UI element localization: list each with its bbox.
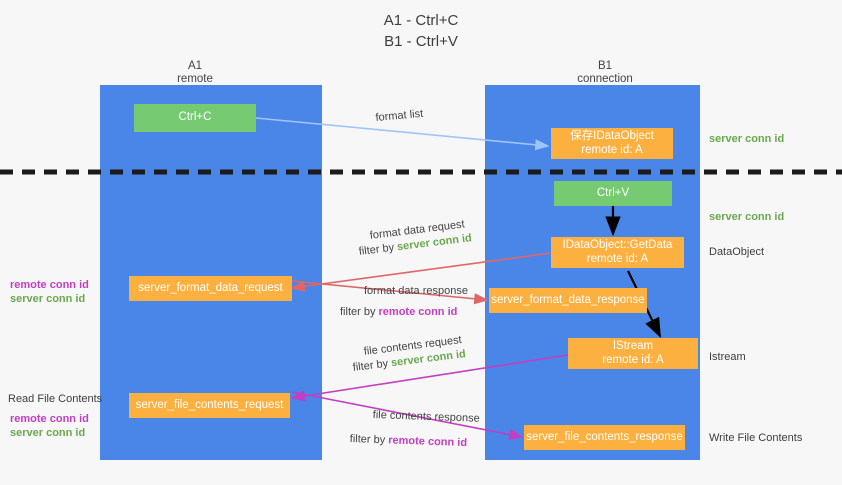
column-header-a1: A1 remote: [130, 60, 260, 86]
filter-prefix: filter by: [352, 357, 392, 374]
node-ctrl-c[interactable]: Ctrl+C: [134, 104, 256, 132]
filter-prefix: filter by: [358, 241, 398, 258]
filter-prefix: filter by: [340, 306, 379, 318]
annotation-conn-ids-upper: remote conn id server conn id: [10, 278, 89, 306]
annotation-read-file-contents: Read File Contents: [8, 393, 103, 405]
edge-label-format-list: format list: [375, 107, 424, 124]
node-server-format-data-response[interactable]: server_format_data_response: [489, 288, 647, 313]
node-server-file-contents-request[interactable]: server_file_contents_request: [129, 393, 290, 418]
edge-label-file-contents-response-filter: filter by remote conn id: [350, 432, 468, 450]
page-title: A1 - Ctrl+C B1 - Ctrl+V: [383, 12, 459, 50]
annotation-write-file-contents: Write File Contents: [709, 432, 803, 444]
annotation-server-conn-id-upper: server conn id: [10, 293, 86, 305]
column-header-a1-sub: remote: [177, 73, 213, 85]
column-header-a1-name: A1: [187, 60, 203, 72]
node-server-format-data-request[interactable]: server_format_data_request: [129, 276, 292, 301]
column-header-b1: B1 connection: [540, 60, 670, 86]
column-header-b1-name: B1: [597, 60, 613, 72]
edge-label-file-contents-response: file contents response: [372, 408, 480, 425]
annotation-server-conn-id-second: server conn id: [709, 211, 785, 223]
edge-label-format-data-response-filter: filter by remote conn id: [340, 305, 457, 319]
column-header-b1-sub: connection: [577, 73, 633, 85]
node-save-idataobject[interactable]: 保存IDataObject remote id: A: [551, 128, 673, 159]
annotation-remote-conn-id-lower: remote conn id: [10, 413, 89, 425]
annotation-dataobject: DataObject: [709, 246, 765, 258]
filter-prefix: filter by: [349, 432, 389, 447]
node-server-file-contents-response[interactable]: server_file_contents_response: [524, 425, 685, 450]
node-ctrl-v[interactable]: Ctrl+V: [554, 181, 672, 206]
filter-key-remote-conn-id: remote conn id: [378, 306, 458, 318]
edge-label-format-data-response: format data response: [364, 285, 468, 297]
filter-key-remote-conn-id: remote conn id: [388, 434, 468, 450]
node-istream[interactable]: IStream remote id: A: [568, 338, 698, 369]
node-idataobject-getdata[interactable]: IDataObject::GetData remote id: A: [551, 237, 684, 268]
annotation-server-conn-id-lower: server conn id: [10, 427, 86, 439]
annotation-server-conn-id-top: server conn id: [709, 133, 785, 145]
annotation-remote-conn-id-upper: remote conn id: [10, 279, 89, 291]
annotation-istream: Istream: [709, 351, 746, 363]
annotation-conn-ids-lower: remote conn id server conn id: [10, 412, 89, 440]
